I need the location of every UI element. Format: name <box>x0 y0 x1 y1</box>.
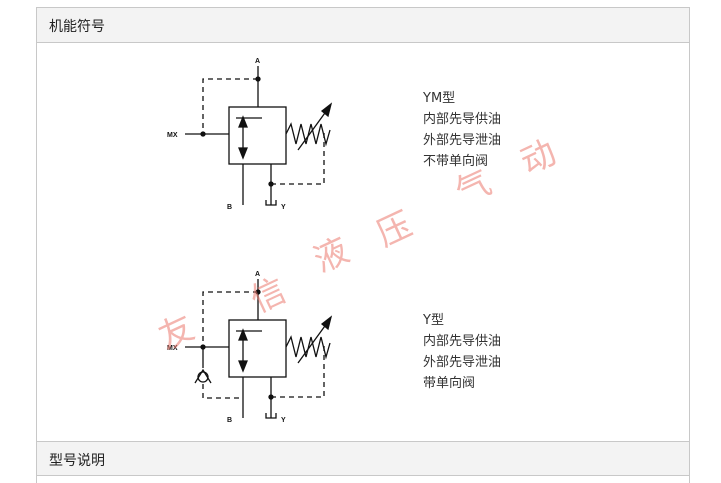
port-label-b: B <box>227 204 232 211</box>
port-label-b: B <box>227 417 232 424</box>
variant-line: 外部先导泄油 <box>423 355 502 370</box>
content-frame: 机能符号 型号说明 <box>36 7 690 483</box>
ym-valve-symbol <box>185 66 333 206</box>
port-label-mx: MX <box>167 132 178 139</box>
y-valve-symbol <box>185 279 333 419</box>
variant-line: 不带单向阀 <box>423 154 489 169</box>
port-label-y: Y <box>281 204 286 211</box>
section-title: 型号说明 <box>49 453 105 469</box>
variant-line: 内部先导供油 <box>423 112 502 127</box>
section-header-model-description: 型号说明 <box>37 441 689 476</box>
variant-title: YM型 <box>423 91 456 106</box>
port-label-mx: MX <box>167 345 178 352</box>
variant-line: 带单向阀 <box>423 376 476 391</box>
section-header-function-symbol: 机能符号 <box>37 8 689 43</box>
variant-line: 外部先导泄油 <box>423 133 502 148</box>
variant-ym-description: YM型 内部先导供油 外部先导泄油 不带单向阀 <box>423 88 501 172</box>
variant-y-description: Y型 内部先导供油 外部先导泄油 带单向阀 <box>423 310 501 394</box>
variant-line: 内部先导供油 <box>423 334 502 349</box>
port-label-y: Y <box>281 417 286 424</box>
variant-title: Y型 <box>423 313 444 328</box>
port-label-a: A <box>255 58 260 65</box>
section-title: 机能符号 <box>49 19 105 35</box>
port-label-a: A <box>255 271 260 278</box>
